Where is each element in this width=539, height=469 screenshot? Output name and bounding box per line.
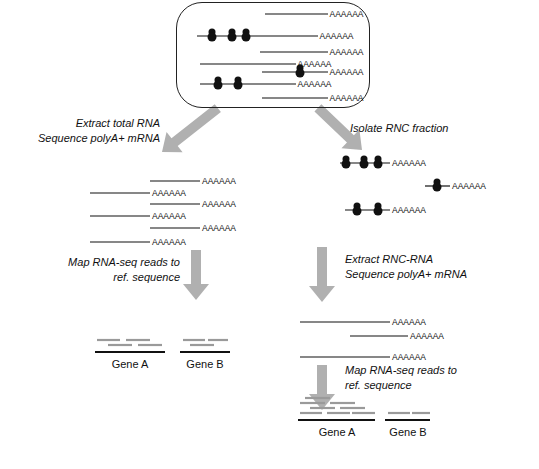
polya-tail: AAAAAA — [152, 237, 192, 247]
polya-tail: AAAAAA — [330, 67, 364, 77]
polya-tail: AAAAAA — [452, 181, 492, 191]
polya-tail: AAAAAA — [330, 9, 364, 19]
polya-tail: AAAAAA — [152, 188, 192, 198]
process-arrows — [154, 98, 371, 410]
block-arrow — [309, 247, 335, 302]
polya-tail: AAAAAA — [330, 93, 364, 103]
polya-tail: AAAAAA — [298, 79, 332, 89]
gene-label: Gene B — [175, 358, 235, 371]
polya-tail: AAAAAA — [392, 352, 432, 362]
gene-label: Gene B — [378, 426, 438, 439]
block-arrow — [183, 250, 209, 300]
step-label: Map RNA-seq reads to ref. sequence — [345, 363, 460, 393]
step-label: Map RNA-seq reads to ref. sequence — [65, 255, 180, 285]
polya-tail: AAAAAA — [202, 223, 242, 233]
step-label: Extract RNC-RNA Sequence polyA+ mRNA — [345, 252, 475, 282]
polya-tail: AAAAAA — [202, 176, 242, 186]
mrna-strands — [90, 14, 450, 357]
polya-tail: AAAAAA — [392, 158, 432, 168]
gene-label: Gene A — [100, 358, 160, 371]
cell-outline: AAAAAAAAAAAAAAAAAAAAAAAAAAAAAAAAAAAAAAAA… — [176, 2, 370, 108]
step-label: Extract total RNA Sequence polyA+ mRNA — [30, 116, 160, 146]
polya-tail: AAAAAA — [330, 47, 364, 57]
polya-tail: AAAAAA — [152, 211, 192, 221]
polya-tail: AAAAAA — [320, 31, 354, 41]
polya-tail: AAAAAA — [202, 199, 242, 209]
step-label: Isolate RNC fraction — [350, 121, 490, 136]
sequencing-reads — [97, 340, 430, 413]
polya-tail: AAAAAA — [410, 331, 450, 341]
polya-tail: AAAAAA — [298, 59, 332, 69]
polya-tail: AAAAAA — [392, 317, 432, 327]
gene-label: Gene A — [307, 426, 367, 439]
polya-tail: AAAAAA — [392, 205, 432, 215]
